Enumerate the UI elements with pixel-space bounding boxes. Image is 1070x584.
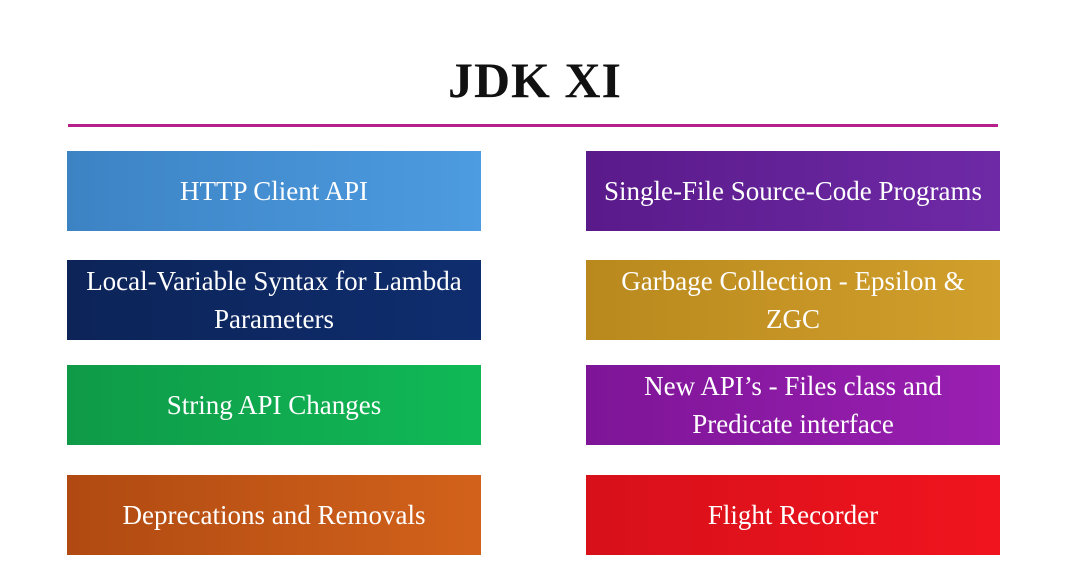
feature-box-local-variable: Local-Variable Syntax for Lambda Paramet…: [67, 260, 481, 340]
feature-box-flight-recorder: Flight Recorder: [586, 475, 1000, 555]
feature-box-new-apis: New API’s - Files class and Predicate in…: [586, 365, 1000, 445]
feature-label: Deprecations and Removals: [122, 500, 426, 530]
title-divider: [68, 124, 998, 127]
feature-box-deprecations: Deprecations and Removals: [67, 475, 481, 555]
feature-box-http-client: HTTP Client API: [67, 151, 481, 231]
feature-box-string-api: String API Changes: [67, 365, 481, 445]
feature-label: Garbage Collection - Epsilon & ZGC: [621, 266, 965, 334]
feature-label: Single-File Source-Code Programs: [604, 176, 982, 206]
slide-title: JDK XI: [447, 52, 623, 108]
feature-label: Flight Recorder: [707, 500, 879, 530]
feature-label: HTTP Client API: [179, 176, 368, 206]
feature-label: New API’s - Files class and Predicate in…: [644, 371, 942, 439]
feature-box-single-file: Single-File Source-Code Programs: [586, 151, 1000, 231]
feature-box-garbage-collection: Garbage Collection - Epsilon & ZGC: [586, 260, 1000, 340]
feature-label: Local-Variable Syntax for Lambda Paramet…: [86, 266, 462, 334]
feature-label: String API Changes: [166, 390, 382, 420]
